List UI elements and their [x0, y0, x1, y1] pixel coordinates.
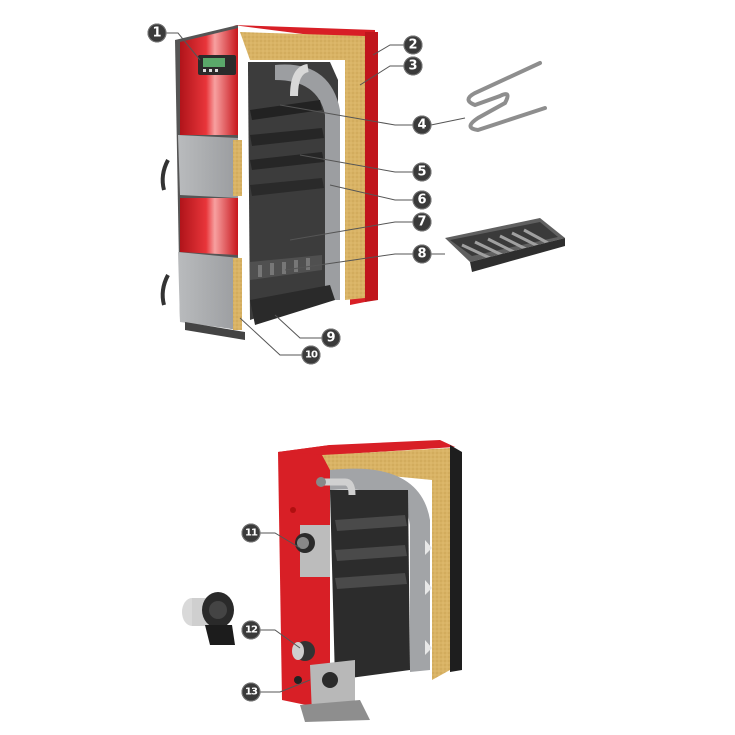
callout-4: 4: [412, 115, 432, 135]
leader-lines-top: [166, 32, 466, 356]
callout-9: 9: [321, 328, 341, 348]
callout-12: 12: [241, 620, 261, 640]
callout-6: 6: [412, 190, 432, 210]
callout-13: 13: [241, 682, 261, 702]
lower-ash-door: [178, 252, 240, 330]
callout-1: 1: [147, 23, 167, 43]
heat-exchanger-coil-detail: [466, 61, 547, 133]
callout-2: 2: [403, 35, 423, 55]
callout-10: 10: [301, 345, 321, 365]
callout-3: 3: [403, 56, 423, 76]
blower-fan-detail: [182, 592, 235, 645]
leader-lines-bottom: [260, 532, 311, 693]
callout-8: 8: [412, 244, 432, 264]
callout-7: 7: [412, 212, 432, 232]
grate-detail: [445, 218, 565, 272]
grate-in-boiler: [250, 255, 322, 280]
top-boiler-illustration: [160, 25, 378, 340]
callout-11: 11: [241, 523, 261, 543]
bottom-boiler-illustration: [278, 440, 462, 722]
upper-loading-door: [178, 135, 238, 198]
callout-5: 5: [412, 162, 432, 182]
